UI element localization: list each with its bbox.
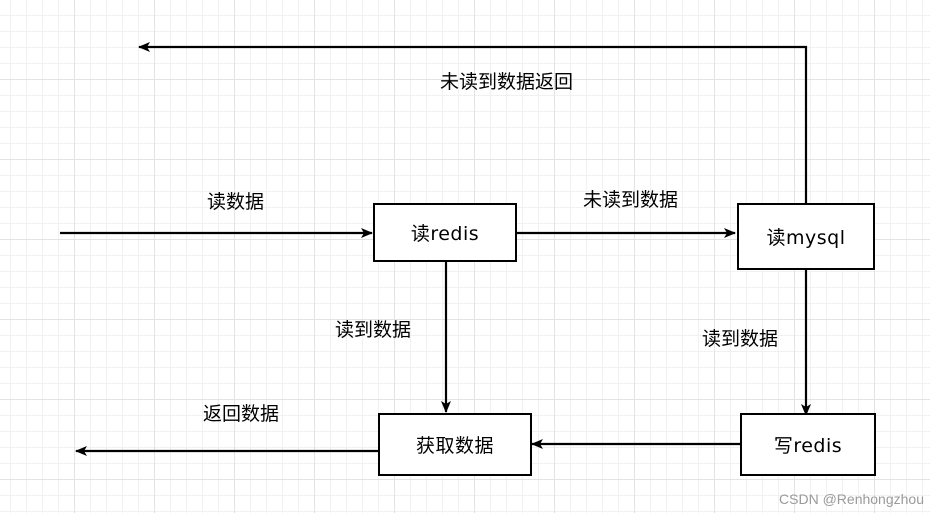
edge-label-return-data: 返回数据 — [203, 403, 280, 425]
edge-label-redis-miss: 未读到数据 — [583, 189, 679, 211]
edge-label-mysql-hit: 读到数据 — [702, 328, 779, 350]
node-get-data: 获取数据 — [378, 413, 532, 476]
watermark: CSDN @Renhongzhou — [779, 491, 924, 507]
node-write-redis: 写redis — [740, 413, 876, 476]
edge-label-redis-hit: 读到数据 — [335, 319, 412, 341]
edge-label-mysql-miss-return: 未读到数据返回 — [440, 71, 574, 93]
edge-mysql-miss-return — [138, 42, 808, 203]
edge-label-read-data: 读数据 — [207, 191, 265, 213]
node-read-redis: 读redis — [373, 203, 517, 262]
node-read-mysql: 读mysql — [737, 203, 875, 270]
